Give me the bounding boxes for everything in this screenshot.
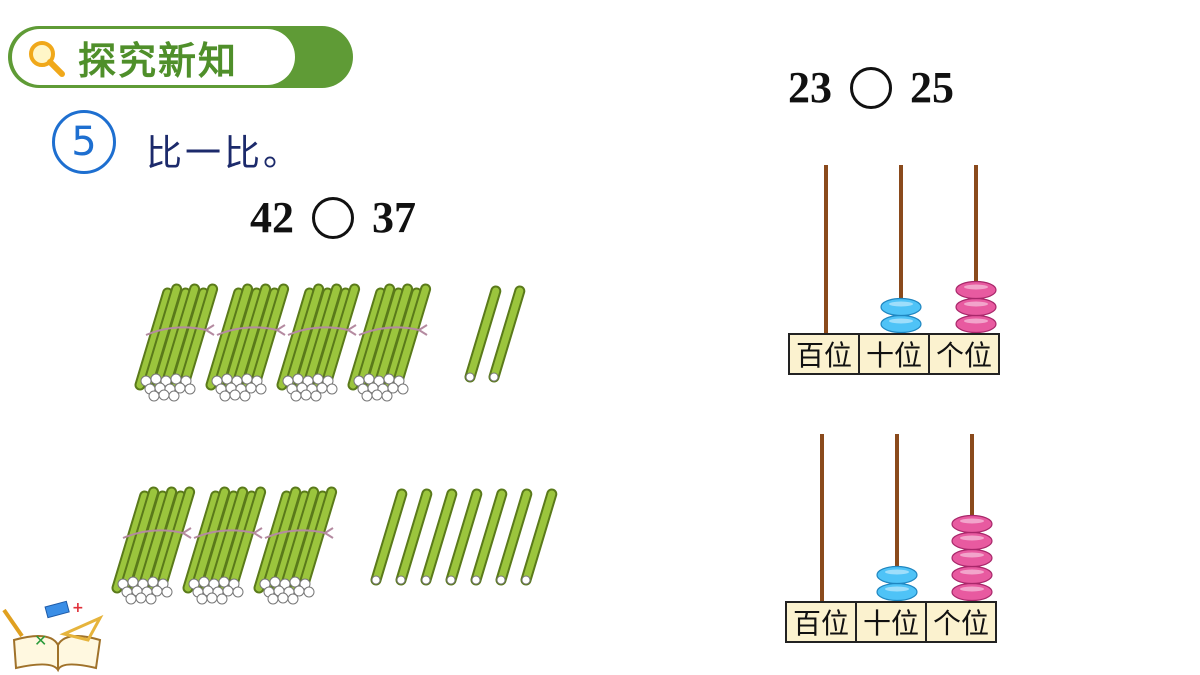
label-tens: 十位 — [858, 333, 930, 375]
label-hundreds: 百位 — [785, 601, 857, 643]
books-stationery-icon: ✕+ — [2, 600, 104, 673]
problem-number-badge: 5 — [52, 110, 116, 174]
comparison-1: 42 37 — [250, 192, 416, 243]
comparison-1-left: 42 — [250, 193, 294, 242]
comparison-2-right: 25 — [910, 63, 954, 112]
problem-prompt: 比一比。 — [146, 133, 303, 174]
comparison-2-blank-circle[interactable] — [850, 66, 892, 109]
counting-rods-row-1 — [134, 283, 526, 402]
magnifier-icon — [29, 41, 65, 77]
place-value-labels-1: 百位 十位 个位 — [788, 333, 1000, 375]
comparison-2: 23 25 — [788, 62, 954, 113]
problem-number: 5 — [71, 119, 97, 165]
label-ones: 个位 — [925, 601, 997, 643]
label-hundreds: 百位 — [788, 333, 860, 375]
svg-text:+: + — [72, 600, 84, 616]
svg-text:✕: ✕ — [34, 631, 47, 650]
comparison-2-left: 23 — [788, 63, 832, 112]
label-ones: 个位 — [928, 333, 1000, 375]
section-title: 探究新知 — [78, 38, 239, 83]
abacus-2 — [820, 434, 993, 602]
label-tens: 十位 — [855, 601, 927, 643]
section-header-inner: 探究新知 — [12, 29, 295, 85]
comparison-1-right: 37 — [372, 193, 416, 242]
abacus-1 — [824, 165, 997, 334]
place-value-labels-2: 百位 十位 个位 — [785, 601, 997, 643]
counting-rods-row-2 — [111, 486, 558, 605]
comparison-1-blank-circle[interactable] — [312, 196, 354, 239]
